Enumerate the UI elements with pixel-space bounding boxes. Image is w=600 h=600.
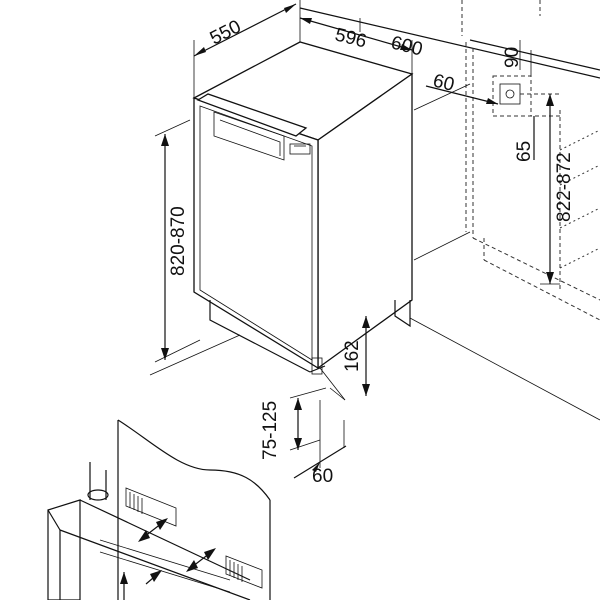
dimension-width (299, 17, 413, 74)
label-width-niche: 600 (389, 32, 425, 60)
label-depth: 550 (207, 16, 245, 49)
label-height: 820-870 (168, 206, 189, 276)
label-niche-height: 822-872 (554, 152, 575, 222)
dimension-depth (193, 0, 301, 98)
label-plinth-height: 75-125 (260, 401, 281, 460)
dimension-socket-width (519, 40, 532, 76)
dimension-niche-height (540, 94, 560, 285)
dimension-height (154, 119, 201, 363)
floor-lines (149, 83, 600, 421)
label-width-outer: 596 (333, 24, 369, 52)
dimension-side-offset (425, 85, 499, 105)
label-socket-width: 90 (502, 47, 523, 68)
refrigerator-body (192, 41, 414, 401)
label-socket-height: 65 (514, 141, 535, 162)
dimension-plinth-height (289, 387, 327, 451)
label-side-offset: 60 (431, 70, 457, 95)
socket-area (492, 75, 560, 117)
label-plinth-depth: 60 (312, 466, 333, 487)
plinth-detail (47, 419, 271, 600)
dimension-plinth-depth (293, 400, 347, 479)
label-vent-height: 162 (342, 340, 363, 372)
niche-outline (299, 0, 600, 321)
dimension-vent-height (362, 316, 370, 396)
